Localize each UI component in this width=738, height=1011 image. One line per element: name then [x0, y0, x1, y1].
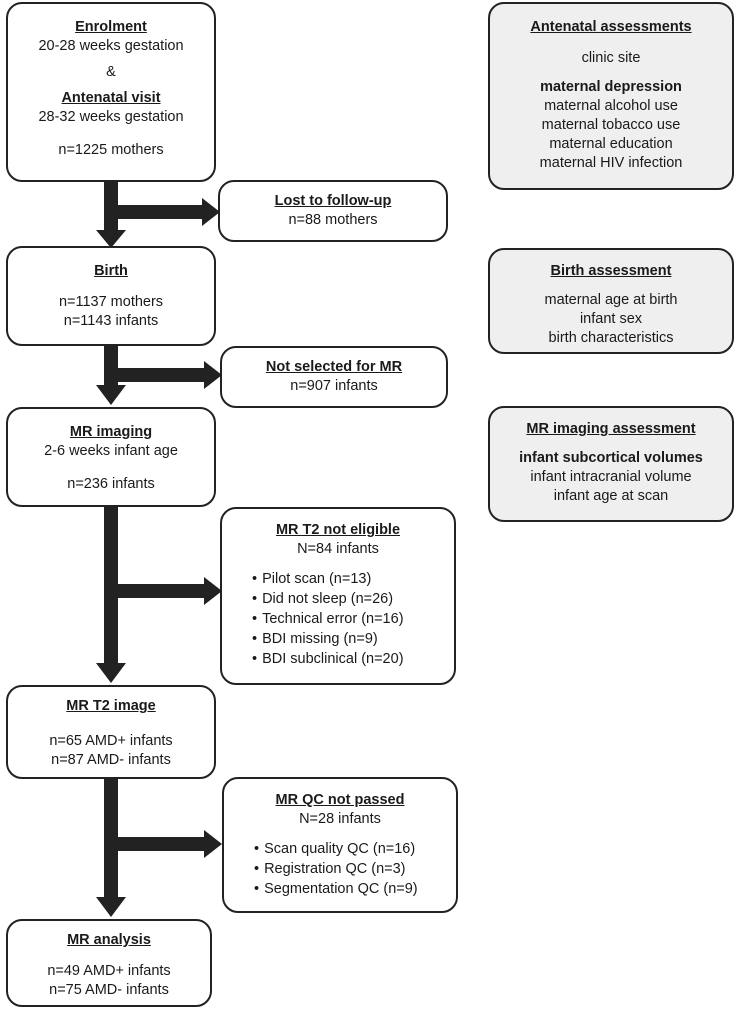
arrowhead-t2 [204, 577, 222, 605]
t2-reason-item: Pilot scan (n=13) [252, 569, 454, 589]
birth-box: Birth n=1137 mothers n=1143 infants [6, 246, 216, 346]
branch-t2 [118, 584, 206, 598]
antenatal-site: clinic site [581, 50, 641, 66]
birth-assessment-title: Birth assessment [550, 263, 672, 279]
birth-assessment-item: infant sex [579, 311, 643, 327]
mr-imaging-assessment-title: MR imaging assessment [526, 421, 696, 437]
t2-not-eligible-count: N=84 infants [297, 541, 379, 557]
qc-reason-item: Scan quality QC (n=16) [254, 839, 456, 859]
qc-not-passed-count: N=28 infants [299, 811, 381, 827]
mr-imaging-assessment-box: MR imaging assessment infant subcortical… [488, 406, 734, 522]
enrolment-amp: & [106, 64, 116, 80]
arrowhead-to-mr-analysis [96, 897, 126, 917]
arrowhead-lost [202, 198, 220, 226]
mr-analysis-title: MR analysis [67, 932, 151, 948]
t2-not-eligible-box: MR T2 not eligible N=84 infants Pilot sc… [220, 507, 456, 685]
antenatal-primary: maternal depression [540, 79, 682, 95]
not-selected-title: Not selected for MR [265, 359, 403, 375]
arrow-shaft-2 [104, 345, 118, 387]
lost-count: n=88 mothers [288, 212, 378, 228]
mr-assessment-primary: infant subcortical volumes [519, 450, 703, 466]
branch-not-selected [118, 368, 206, 382]
arrow-shaft-3 [104, 505, 118, 665]
birth-assessment-item: birth characteristics [548, 330, 674, 346]
mr-imaging-box: MR imaging 2-6 weeks infant age n=236 in… [6, 407, 216, 507]
qc-not-passed-box: MR QC not passed N=28 infants Scan quali… [222, 777, 458, 913]
arrowhead-qc [204, 830, 222, 858]
mr-t2-image-box: MR T2 image n=65 AMD+ infants n=87 AMD- … [6, 685, 216, 779]
antenatal-visit-title: Antenatal visit [61, 90, 161, 106]
mr-analysis-count-amd-neg: n=75 AMD- infants [49, 982, 169, 998]
antenatal-item: maternal education [549, 136, 673, 152]
antenatal-item: maternal HIV infection [539, 155, 683, 171]
enrolment-box: Enrolment 20-28 weeks gestation & Antena… [6, 2, 216, 182]
t2-not-eligible-title: MR T2 not eligible [275, 522, 401, 538]
antenatal-visit-subtitle: 28-32 weeks gestation [38, 109, 184, 125]
arrow-shaft-4 [104, 777, 118, 899]
birth-assessment-box: Birth assessment maternal age at birth i… [488, 248, 734, 354]
not-selected-count: n=907 infants [290, 378, 378, 394]
enrolment-title: Enrolment [75, 19, 147, 35]
birth-count-infants: n=1143 infants [63, 313, 159, 329]
antenatal-assessments-title: Antenatal assessments [530, 19, 692, 35]
lost-to-follow-up-box: Lost to follow-up n=88 mothers [218, 180, 448, 242]
arrowhead-to-mr-t2 [96, 663, 126, 683]
birth-title: Birth [94, 263, 128, 279]
arrow-shaft-1 [104, 180, 118, 232]
t2-not-eligible-list: Pilot scan (n=13) Did not sleep (n=26) T… [222, 569, 454, 669]
qc-reason-item: Registration QC (n=3) [254, 859, 456, 879]
mr-t2-count-amd-neg: n=87 AMD- infants [51, 752, 171, 768]
arrowhead-to-birth [96, 230, 126, 248]
qc-reason-item: Segmentation QC (n=9) [254, 879, 456, 899]
mr-imaging-count: n=236 infants [67, 476, 155, 492]
mr-imaging-subtitle: 2-6 weeks infant age [44, 443, 178, 459]
antenatal-assessments-box: Antenatal assessments clinic site matern… [488, 2, 734, 190]
mr-analysis-count-amd-pos: n=49 AMD+ infants [47, 963, 171, 979]
mr-imaging-title: MR imaging [69, 424, 153, 440]
mr-analysis-box: MR analysis n=49 AMD+ infants n=75 AMD- … [6, 919, 212, 1007]
enrolment-count: n=1225 mothers [58, 142, 164, 158]
mr-t2-image-title: MR T2 image [66, 698, 156, 714]
t2-reason-item: Did not sleep (n=26) [252, 589, 454, 609]
branch-lost [118, 205, 204, 219]
arrowhead-to-mr-imaging [96, 385, 126, 405]
antenatal-item: maternal tobacco use [541, 117, 681, 133]
mr-assessment-item: infant age at scan [553, 488, 669, 504]
mr-t2-count-amd-pos: n=65 AMD+ infants [49, 733, 173, 749]
branch-qc [118, 837, 206, 851]
not-selected-box: Not selected for MR n=907 infants [220, 346, 448, 408]
enrolment-subtitle: 20-28 weeks gestation [38, 38, 184, 54]
lost-title: Lost to follow-up [274, 193, 392, 209]
t2-reason-item: BDI subclinical (n=20) [252, 649, 454, 669]
mr-assessment-item: infant intracranial volume [530, 469, 692, 485]
qc-not-passed-title: MR QC not passed [275, 792, 405, 808]
antenatal-item: maternal alcohol use [544, 98, 678, 114]
birth-assessment-item: maternal age at birth [544, 292, 678, 308]
qc-not-passed-list: Scan quality QC (n=16) Registration QC (… [224, 839, 456, 899]
t2-reason-item: Technical error (n=16) [252, 609, 454, 629]
t2-reason-item: BDI missing (n=9) [252, 629, 454, 649]
arrowhead-not-selected [204, 361, 222, 389]
birth-count-mothers: n=1137 mothers [58, 294, 164, 310]
